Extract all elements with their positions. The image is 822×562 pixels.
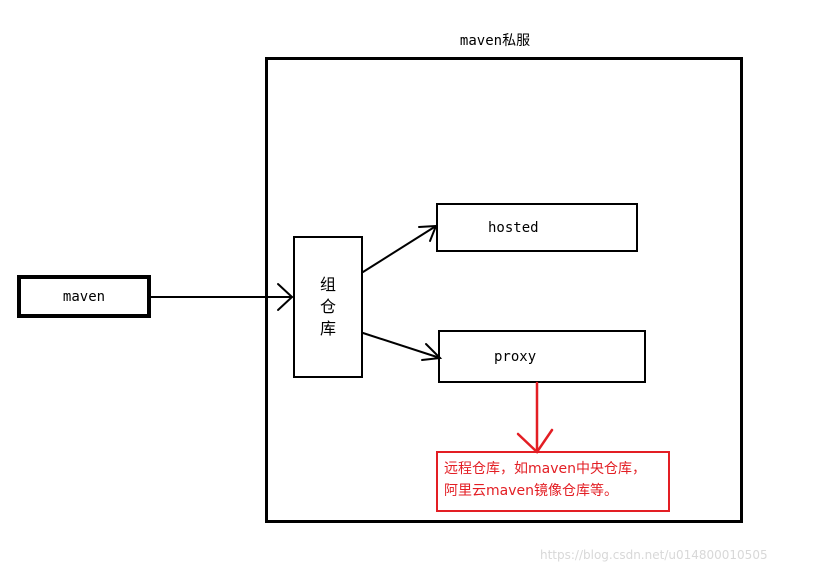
proxy-repository-label: proxy (494, 348, 537, 365)
diagram-title: maven私服 (459, 33, 531, 49)
proxy-note-line-2: 阿里云maven镜像仓库等。 (444, 483, 618, 499)
proxy-note-box: 远程仓库，如maven中央仓库， 阿里云maven镜像仓库等。 (436, 451, 670, 512)
hosted-repository-label: hosted (488, 219, 539, 236)
proxy-note-line-1: 远程仓库，如maven中央仓库， (444, 461, 646, 477)
arrow-maven-to-group (150, 283, 294, 311)
watermark-text: https://blog.csdn.net/u014800010505 (540, 548, 768, 562)
arrow-proxy-to-note (516, 381, 554, 454)
maven-client-box: maven (17, 275, 151, 318)
maven-client-label: maven (62, 288, 106, 305)
arrow-group-to-hosted (362, 224, 438, 273)
group-repository-box: 组仓库 (293, 236, 363, 378)
hosted-repository-box: hosted (436, 203, 638, 252)
arrow-group-to-proxy (362, 332, 443, 361)
group-repository-label: 组仓库 (319, 275, 336, 338)
private-server-frame (265, 57, 743, 523)
